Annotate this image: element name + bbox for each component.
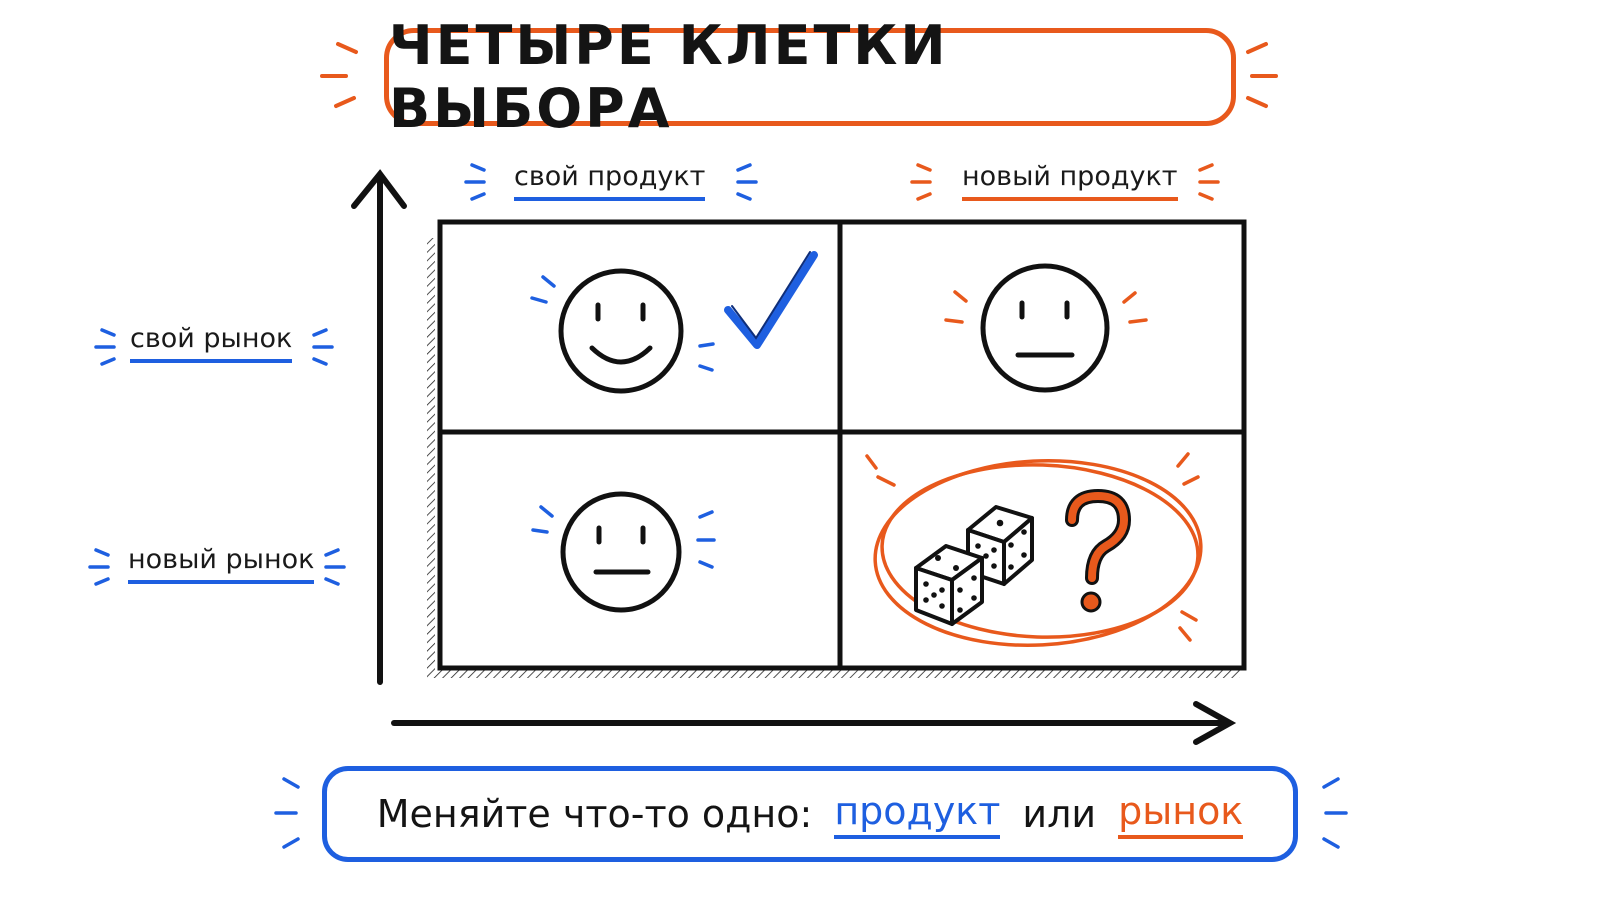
page-title: ЧЕТЫРЕ КЛЕТКИ ВЫБОРА <box>389 14 949 140</box>
checkmark-outline <box>731 251 811 340</box>
row-label-own-market: свой рынок <box>130 322 293 363</box>
y-axis-arrow <box>351 169 407 685</box>
risk-dashes <box>865 452 1200 642</box>
title-banner: ЧЕТЫРЕ КЛЕТКИ ВЫБОРА <box>384 14 1236 140</box>
footer-decoration <box>274 777 1348 849</box>
row-label-decoration <box>88 328 346 586</box>
x-axis-arrow <box>391 701 1237 745</box>
smiley-face-highlight-dashes <box>530 275 715 372</box>
risk-highlight-circle <box>873 458 1203 648</box>
neutral-face-dashes-orange <box>944 290 1148 324</box>
footer-text: Меняйте что-то одно: <box>376 792 813 836</box>
footer-callout: Меняйте что-то одно: продукт или рынок <box>322 766 1298 862</box>
smiley-face-icon <box>558 268 684 394</box>
column-label-new-product: новый продукт <box>962 160 1178 201</box>
question-mark-icon <box>1065 488 1132 613</box>
title-decoration <box>320 42 1278 108</box>
neutral-face-icon <box>560 491 682 613</box>
row-label-new-market: новый рынок <box>128 543 315 584</box>
neutral-face-dashes-blue <box>531 505 716 569</box>
column-label-own-product: свой продукт <box>514 160 706 201</box>
dice-icon <box>914 505 1034 626</box>
neutral-face-icon <box>980 263 1110 393</box>
column-label-decoration <box>464 163 1220 201</box>
footer-option-product: продукт <box>834 789 1001 839</box>
footer-option-market: рынок <box>1118 789 1244 839</box>
footer-connector: или <box>1022 792 1097 836</box>
checkmark-icon <box>724 251 818 349</box>
grid-shadow <box>427 238 1240 678</box>
